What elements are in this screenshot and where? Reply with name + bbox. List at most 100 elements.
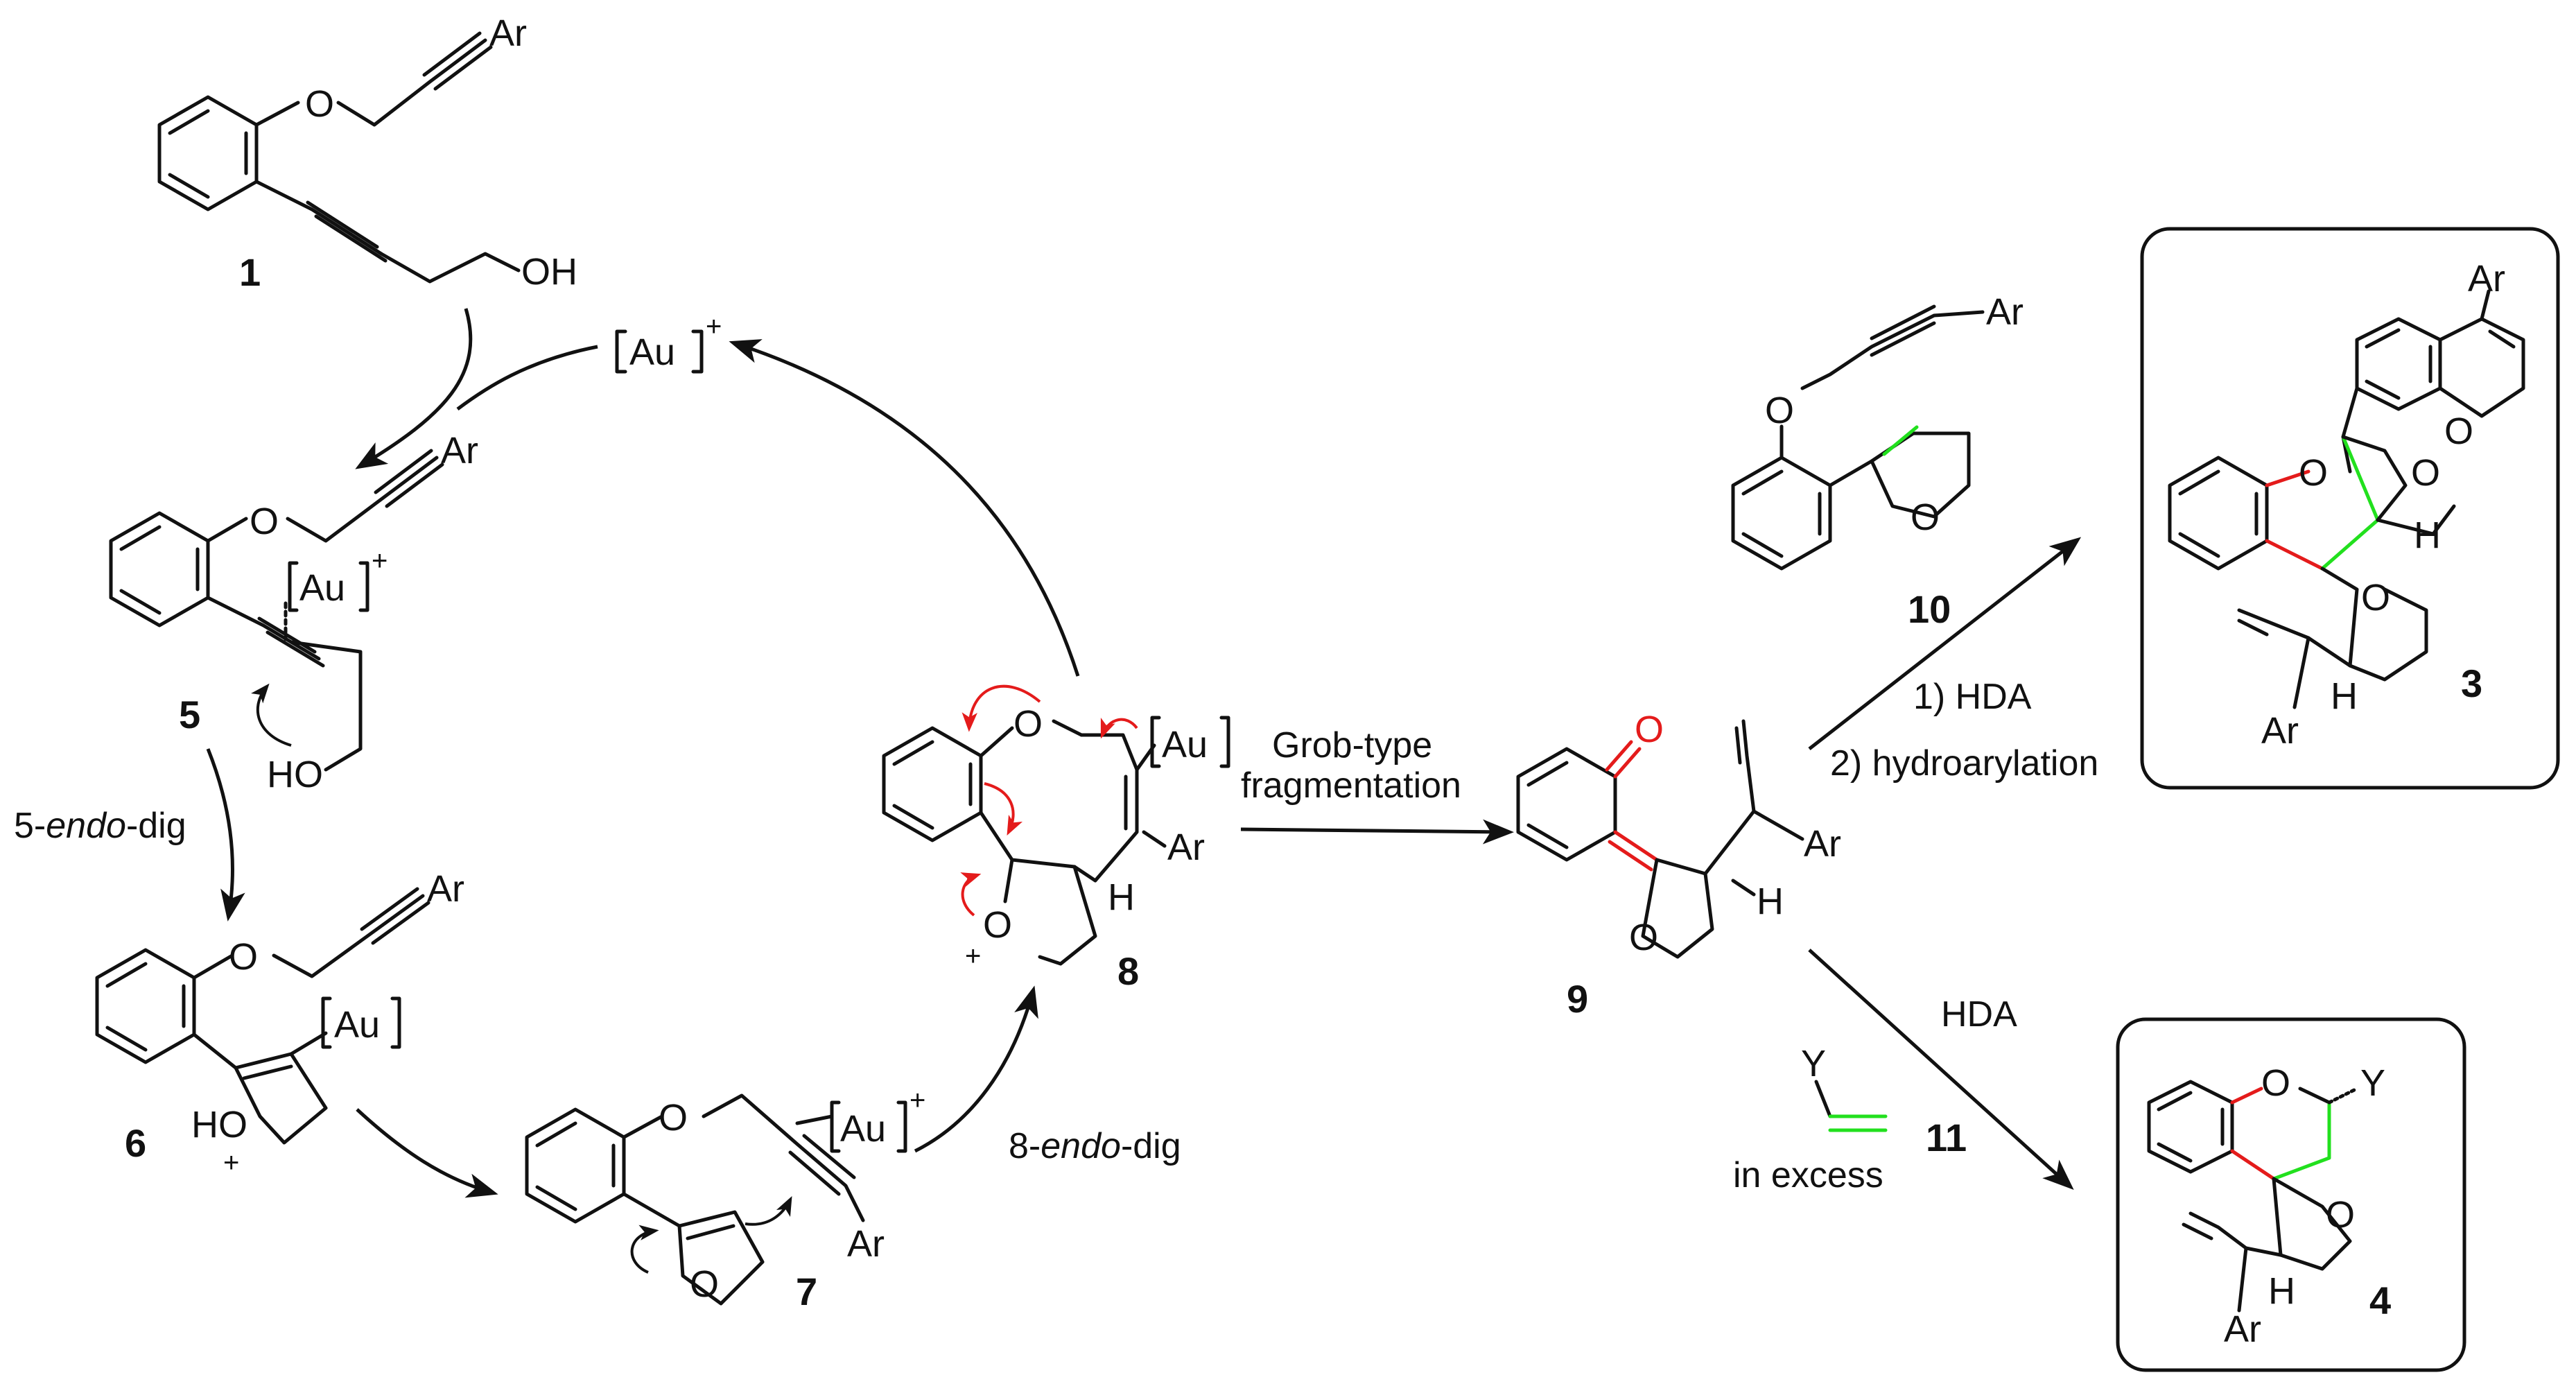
curly-arrow-cyclization <box>251 683 292 747</box>
atom-o: O <box>983 904 1012 946</box>
compound-5-structure <box>109 449 444 772</box>
charge-plus: + <box>223 1148 239 1178</box>
compound-label-3: 3 <box>2461 661 2482 705</box>
atom-o: O <box>2411 452 2440 494</box>
arrow-catalyst-entry <box>456 345 598 411</box>
atom-ar: Ar <box>489 12 527 54</box>
label-hydroarylation: 2) hydroarylation <box>1830 743 2098 784</box>
charge-plus: + <box>910 1085 925 1116</box>
atom-ar: Ar <box>2224 1308 2261 1350</box>
label-8-endo-suffix: -dig <box>1121 1126 1181 1166</box>
atom-ar: Ar <box>1804 823 1841 865</box>
atom-ar: Ar <box>427 868 464 910</box>
atom-ar: Ar <box>2468 258 2505 300</box>
charge-plus: + <box>965 941 981 971</box>
curly-arrow-red-4 <box>960 872 982 917</box>
compound-10-structure <box>1731 304 1985 571</box>
arrow-1-to-5 <box>355 308 473 469</box>
label-5-endo-italic: endo <box>46 806 126 846</box>
atom-o: O <box>1013 703 1043 745</box>
catalyst-au: Au <box>629 331 675 373</box>
curly-arrow-red-3 <box>984 782 1023 836</box>
compound-3-structure <box>2168 289 2525 709</box>
label-8-endo-italic: endo <box>1041 1126 1121 1166</box>
label-5-endo-prefix: 5- <box>14 806 46 846</box>
arrow-9-to-3 <box>1808 537 2082 750</box>
compound-4-structure <box>2147 1080 2359 1313</box>
product-4-box <box>2116 1017 2466 1372</box>
compound-label-10: 10 <box>1908 587 1951 631</box>
label-hda-step-1: 1) HDA <box>1913 677 2032 717</box>
atom-y: Y <box>2360 1062 2385 1104</box>
atom-o: O <box>1911 496 1940 538</box>
atom-au: Au <box>840 1108 886 1150</box>
compound-label-4: 4 <box>2369 1279 2391 1322</box>
atom-y: Y <box>1801 1043 1826 1084</box>
atom-o: O <box>2361 577 2390 619</box>
atom-oh: OH <box>521 251 577 293</box>
atom-au: Au <box>299 567 345 609</box>
label-hda: HDA <box>1941 994 2017 1035</box>
atom-o: O <box>305 83 334 125</box>
arrow-8-to-9 <box>1240 819 1514 845</box>
atom-ar: Ar <box>847 1223 885 1265</box>
atom-o-red: O <box>1635 709 1664 750</box>
catalyst-charge: + <box>706 311 722 342</box>
atom-ho: HO <box>267 754 323 795</box>
gold-catalyst: Au + <box>615 311 722 374</box>
curly-arrow-attack <box>745 1195 792 1226</box>
atom-o: O <box>250 501 279 542</box>
compound-label-11: 11 <box>1926 1116 1967 1159</box>
compound-label-7: 7 <box>796 1270 817 1313</box>
atom-ar: Ar <box>1986 291 2024 333</box>
compound-6-structure <box>95 887 430 1145</box>
atom-o: O <box>659 1097 688 1139</box>
compound-7-structure <box>525 1093 907 1306</box>
atom-h: H <box>2331 675 2358 717</box>
atom-h: H <box>1108 876 1135 918</box>
atom-o: O <box>2261 1062 2290 1104</box>
compound-9-structure <box>1516 719 1804 959</box>
compound-label-9: 9 <box>1567 977 1588 1021</box>
atom-au: Au <box>334 1004 380 1046</box>
compound-label-5: 5 <box>179 693 200 736</box>
label-grob: Grob-type <box>1272 725 1432 765</box>
label-5-endo-suffix: -dig <box>126 806 186 846</box>
arrow-9-to-4 <box>1808 949 2074 1191</box>
compound-1-structure <box>157 31 521 284</box>
atom-o: O <box>1629 917 1658 958</box>
arrow-7-to-8 <box>914 985 1038 1153</box>
compound-8-structure <box>882 716 1230 966</box>
atom-o: O <box>1765 390 1794 431</box>
compound-label-1: 1 <box>239 250 261 294</box>
label-5-endo-dig: 5-endo-dig <box>14 806 186 846</box>
label-in-excess: in excess <box>1733 1155 1883 1195</box>
product-3-box <box>2140 227 2560 790</box>
atom-ho: HO <box>191 1104 247 1145</box>
arrow-6-to-7 <box>356 1108 498 1198</box>
curly-arrow-red-2 <box>1100 718 1138 739</box>
label-8-endo-dig: 8-endo-dig <box>1009 1126 1181 1166</box>
compound-label-8: 8 <box>1117 949 1139 993</box>
arrow-5-to-6 <box>206 748 245 922</box>
curly-arrow-enol <box>630 1225 659 1274</box>
curly-arrow-red-1 <box>961 684 1041 732</box>
atom-o: O <box>690 1263 719 1305</box>
atom-h: H <box>2268 1270 2295 1312</box>
atom-o: O <box>2299 452 2328 494</box>
atom-o: O <box>2326 1194 2355 1236</box>
compound-label-6: 6 <box>125 1121 146 1165</box>
label-8-endo-prefix: 8- <box>1009 1126 1041 1166</box>
label-fragmentation: fragmentation <box>1241 765 1461 806</box>
atom-ar: Ar <box>2261 710 2299 752</box>
atom-ar: Ar <box>1167 827 1205 868</box>
atom-o: O <box>2444 410 2473 452</box>
charge-plus: + <box>372 546 388 576</box>
atom-au: Au <box>1162 724 1208 765</box>
atom-ar: Ar <box>441 430 478 472</box>
arrow-8-to-catalyst <box>729 339 1080 677</box>
compound-11-structure <box>1814 1080 1888 1132</box>
atom-h: H <box>2414 514 2441 556</box>
atom-h: H <box>1757 881 1784 922</box>
